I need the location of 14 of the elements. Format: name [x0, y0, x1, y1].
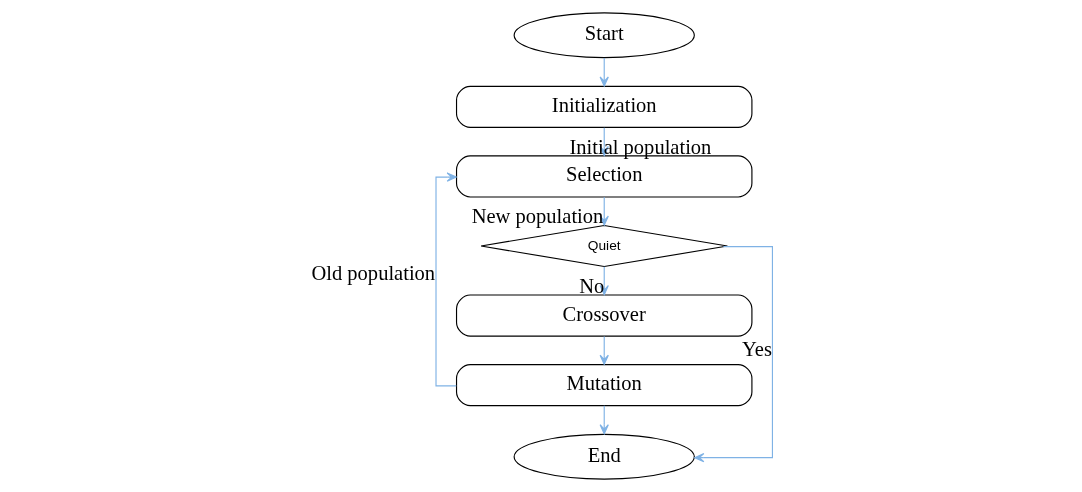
- node-ellipse: Start: [513, 12, 695, 59]
- node-box: Mutation: [455, 364, 752, 407]
- arrow: [599, 405, 609, 435]
- arrow: [693, 246, 773, 463]
- edge-label: Old population: [310, 261, 435, 284]
- edge-label: Yes: [741, 337, 772, 360]
- arrow: [599, 335, 609, 365]
- node-box: Crossover: [455, 294, 752, 337]
- edge-label: No: [578, 274, 604, 297]
- arrow: [599, 57, 609, 87]
- edge-label: Initial population: [568, 135, 711, 158]
- arrow: [434, 172, 457, 387]
- node-box: Initialization: [455, 85, 752, 128]
- node-ellipse: End: [513, 433, 695, 480]
